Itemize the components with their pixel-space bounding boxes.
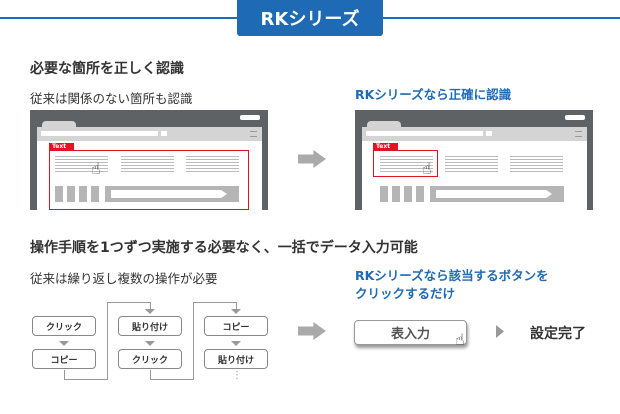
text-label: Text — [373, 143, 398, 150]
triangle-right-icon — [496, 325, 504, 338]
setup-complete-text: 設定完了 — [530, 326, 586, 342]
arrow-right-icon — [298, 322, 326, 340]
section1-right-caption: RKシリーズなら正確に認識 — [355, 87, 512, 102]
menu-icon — [575, 131, 582, 137]
table-input-button[interactable]: 表入力 — [354, 320, 467, 345]
section1-left-caption: 従来は関係のない箇所も認識 — [30, 91, 193, 106]
menu-icon — [250, 131, 257, 137]
flow-step-click: クリック — [118, 349, 182, 369]
recognition-area-wide — [49, 150, 249, 210]
section2-right-caption-2: クリックするだけ — [355, 286, 456, 301]
hand-cursor-icon: ☝ — [422, 159, 432, 178]
hand-cursor-icon: ☝ — [455, 330, 465, 349]
continue-mark: ⋮ — [232, 370, 242, 381]
flow-step-click: クリック — [32, 316, 96, 336]
browser-mockup-rk: Text ☝ — [355, 110, 593, 210]
hand-cursor-icon: ☝ — [91, 159, 101, 178]
section2-title: 操作手順を1つずつ実施する必要なく、一括でデータ入力可能 — [30, 240, 418, 256]
section1-title: 必要な箇所を正しく認識 — [30, 61, 184, 77]
flow-step-paste: 貼り付け — [118, 316, 182, 336]
arrow-right-icon — [298, 150, 326, 168]
section2-left-caption: 従来は繰り返し複数の操作が必要 — [30, 271, 218, 286]
flow-step-paste: 貼り付け — [204, 349, 268, 369]
flow-step-copy: コピー — [32, 349, 96, 369]
series-badge: RKシリーズ — [237, 0, 383, 36]
recognition-area-precise — [373, 150, 438, 177]
text-label: Text — [49, 143, 74, 150]
flow-step-copy: コピー — [204, 316, 268, 336]
section2-right-caption-1: RKシリーズなら該当するボタンを — [355, 268, 549, 283]
browser-mockup-conventional: Text ☝ — [30, 110, 268, 210]
